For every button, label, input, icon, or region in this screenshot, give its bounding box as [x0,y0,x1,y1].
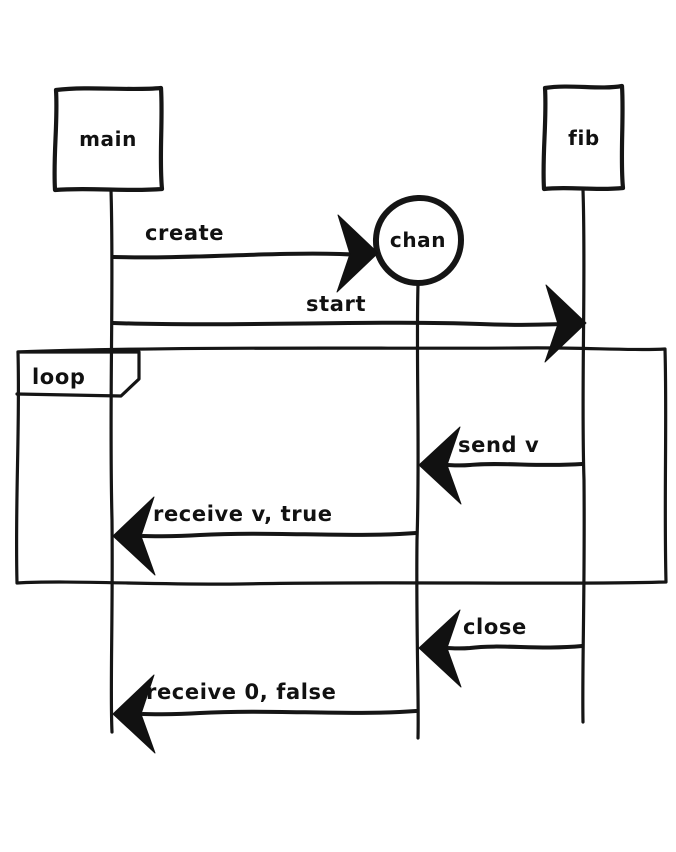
lifelines [109,188,586,740]
participant-fib[interactable]: fib [541,83,626,192]
message-create-line [111,251,374,260]
participant-fib-box [541,83,626,192]
participant-chan-circle [372,194,464,286]
fragment-loop-label: loop [32,365,86,389]
lifeline-fib [581,188,586,724]
participant-main-box [52,85,165,193]
participant-chan-label: chan [390,228,446,252]
message-receive-0-false[interactable]: receive 0, false [112,674,418,754]
message-close-line [445,644,584,651]
message-close[interactable]: close [418,609,584,688]
message-create-arrowhead [336,214,379,293]
lifeline-chan [415,282,420,740]
lifeline-main [109,188,114,734]
participant-fib-label: fib [568,126,600,150]
participant-main[interactable]: main [52,85,165,193]
fragment-loop-border [14,346,668,586]
message-close-label: close [463,615,527,639]
message-receive-v-true-arrowhead [112,496,156,576]
message-receive-0-false-arrowhead [112,674,156,754]
message-start-label: start [306,292,366,316]
message-start[interactable]: start [111,284,587,363]
fragment-loop: loop [14,346,668,586]
message-create[interactable]: create [111,214,379,293]
message-receive-0-false-label: receive 0, false [146,680,336,704]
message-close-arrowhead [418,609,462,688]
message-send-v-line [445,462,584,468]
message-start-line [111,320,568,327]
message-create-label: create [145,221,224,245]
fragment-loop-label-tab [15,350,141,398]
participant-chan[interactable]: chan [372,194,464,286]
message-send-v[interactable]: send v [418,426,584,505]
participant-main-label: main [79,127,137,151]
message-receive-v-true-line [141,531,418,539]
message-send-v-arrowhead [418,426,462,505]
message-receive-0-false-line [141,709,418,717]
message-send-v-label: send v [458,433,539,457]
message-receive-v-true[interactable]: receive v, true [112,496,418,576]
message-start-arrowhead [544,284,587,363]
message-receive-v-true-label: receive v, true [153,502,333,526]
